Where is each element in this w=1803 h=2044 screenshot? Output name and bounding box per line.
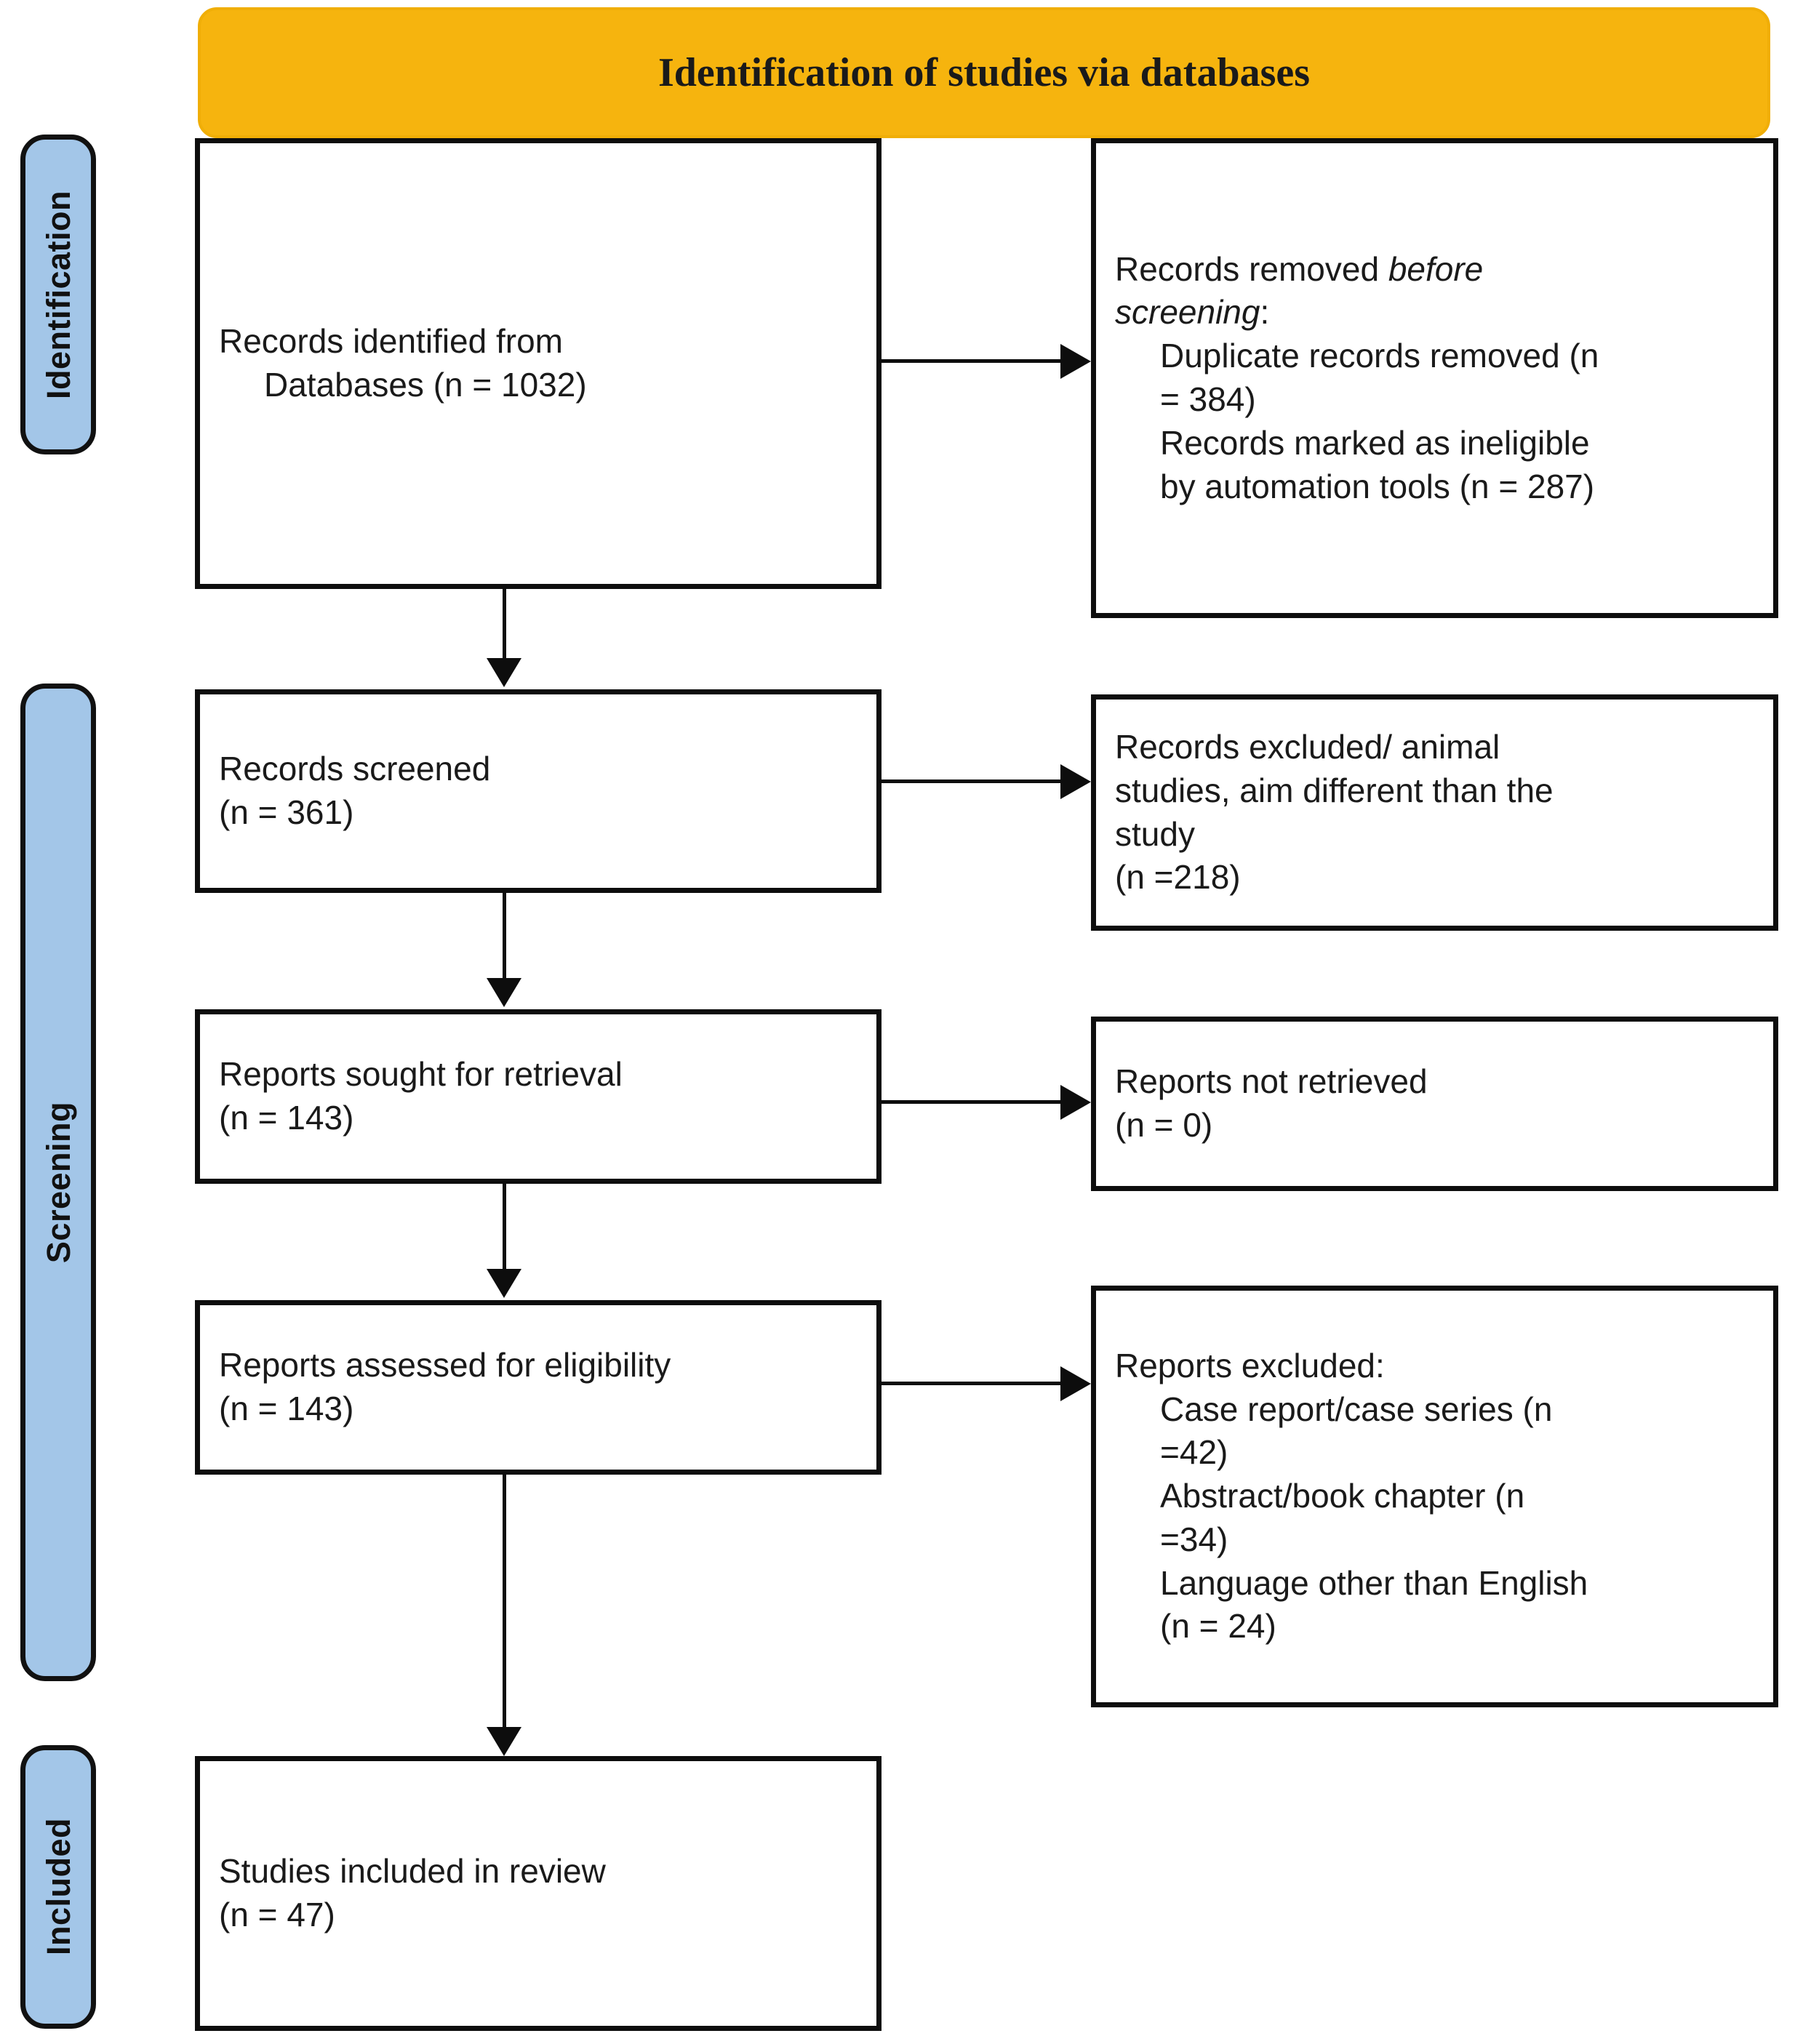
connector-assessed-to-included [503, 1475, 506, 1731]
reports-excluded-heading: Reports excluded: [1115, 1346, 1385, 1384]
phase-label-identification: Identification [20, 135, 96, 454]
records-removed-item1-l2: = 384) [1160, 380, 1256, 418]
records-screened-line2: (n = 361) [219, 793, 354, 831]
arrowhead-identified-to-removed [1060, 344, 1091, 379]
diagram-banner: Identification of studies via databases [198, 7, 1770, 138]
box-studies-included: Studies included in review (n = 47) [195, 1756, 881, 2031]
reports-excluded-item1-l2: =42) [1160, 1433, 1228, 1472]
records-removed-heading-2: screening: [1115, 291, 1754, 334]
reports-sought-line1: Reports sought for retrieval [219, 1055, 623, 1094]
reports-sought-line2: (n = 143) [219, 1099, 354, 1137]
records-removed-heading-italic-a: before [1388, 249, 1484, 288]
connector-screened-to-sought [503, 893, 506, 982]
reports-excluded-item1-l1: Case report/case series (n [1160, 1390, 1553, 1428]
reports-not-retrieved-line1: Reports not retrieved [1115, 1062, 1428, 1101]
box-records-excluded: Records excluded/ animal studies, aim di… [1091, 694, 1778, 931]
arrowhead-screened-to-excluded [1060, 764, 1091, 799]
connector-screened-to-excluded [881, 779, 1062, 783]
records-removed-item2-l2: by automation tools (n = 287) [1160, 467, 1595, 505]
records-removed-item1-l1: Duplicate records removed (n [1160, 337, 1599, 375]
box-reports-excluded: Reports excluded: Case report/case serie… [1091, 1286, 1778, 1707]
connector-sought-to-assessed [503, 1184, 506, 1273]
box-reports-assessed: Reports assessed for eligibility (n = 14… [195, 1300, 881, 1475]
records-removed-heading-italic-b: screening [1115, 293, 1260, 332]
records-excluded-line1: Records excluded/ animal [1115, 727, 1500, 766]
box-records-removed: Records removed before screening: Duplic… [1091, 138, 1778, 618]
records-identified-line2: Databases (n = 1032) [264, 366, 587, 404]
records-removed-heading-plain: Records removed [1115, 249, 1388, 288]
reports-excluded-item3-l2: (n = 24) [1160, 1607, 1276, 1646]
box-records-screened: Records screened (n = 361) [195, 689, 881, 893]
phase-label-screening-text: Screening [39, 1101, 77, 1264]
arrowhead-screened-to-sought [487, 978, 521, 1007]
diagram-banner-title: Identification of studies via databases [657, 50, 1311, 95]
records-removed-heading: Records removed before [1115, 248, 1754, 292]
reports-assessed-line2: (n = 143) [219, 1390, 354, 1427]
phase-label-included: Included [20, 1745, 96, 2029]
connector-assessed-to-excluded [881, 1382, 1062, 1385]
connector-identified-to-screened [503, 589, 506, 662]
records-excluded-line4: (n =218) [1115, 858, 1241, 897]
box-reports-sought: Reports sought for retrieval (n = 143) [195, 1009, 881, 1184]
reports-not-retrieved-line2: (n = 0) [1115, 1106, 1213, 1144]
phase-label-screening: Screening [20, 684, 96, 1681]
connector-sought-to-not-retrieved [881, 1100, 1062, 1104]
reports-assessed-line1: Reports assessed for eligibility [219, 1346, 671, 1384]
records-excluded-line2: studies, aim different than the [1115, 771, 1554, 809]
reports-excluded-item2-l1: Abstract/book chapter (n [1160, 1477, 1525, 1515]
studies-included-line1: Studies included in review [219, 1852, 606, 1891]
records-identified-line1: Records identified from [219, 322, 563, 361]
studies-included-line2: (n = 47) [219, 1896, 335, 1933]
connector-identified-to-removed [881, 359, 1062, 363]
arrowhead-assessed-to-included [487, 1727, 521, 1756]
records-screened-line1: Records screened [219, 750, 491, 788]
arrowhead-sought-to-not-retrieved [1060, 1085, 1091, 1120]
records-excluded-line3: study [1115, 814, 1195, 853]
phase-label-identification-text: Identification [39, 190, 77, 399]
arrowhead-assessed-to-excluded [1060, 1366, 1091, 1401]
arrowhead-identified-to-screened [487, 658, 521, 687]
reports-excluded-item3-l1: Language other than English [1160, 1563, 1588, 1602]
box-records-identified: Records identified from Databases (n = 1… [195, 138, 881, 589]
records-removed-heading-colon: : [1260, 293, 1270, 332]
box-reports-not-retrieved: Reports not retrieved (n = 0) [1091, 1017, 1778, 1191]
records-removed-item2-l1: Records marked as ineligible [1160, 423, 1590, 462]
reports-excluded-item2-l2: =34) [1160, 1520, 1228, 1558]
phase-label-included-text: Included [39, 1818, 77, 1956]
arrowhead-sought-to-assessed [487, 1269, 521, 1298]
